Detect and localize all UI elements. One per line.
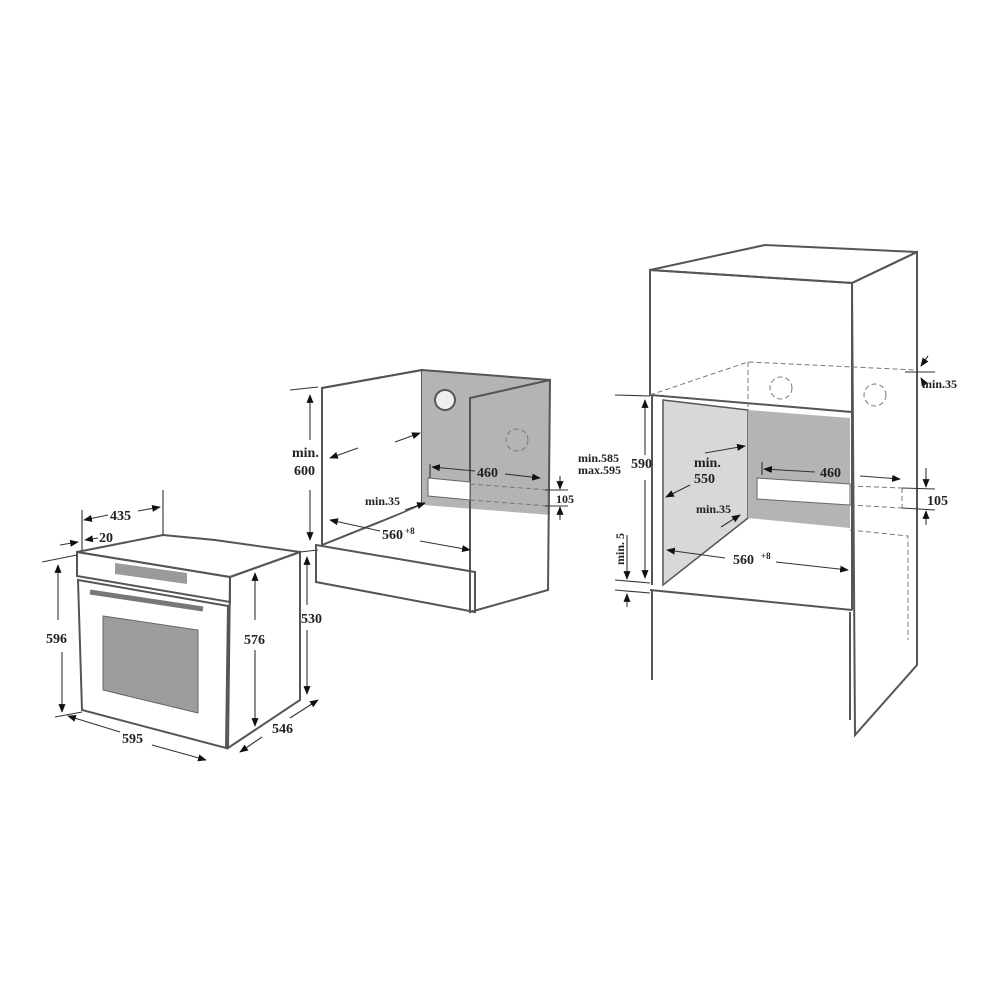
cabinet-right-wall xyxy=(469,378,552,614)
column-cabinet xyxy=(649,243,918,738)
dim-oven-width: 595 xyxy=(122,732,143,747)
cabinet-vent-slot xyxy=(427,477,471,501)
dim-col-height-min: min.585 xyxy=(578,451,619,465)
dim-col-width: 560 xyxy=(733,553,754,568)
oven-drawing xyxy=(76,533,301,750)
dim-col-min-gap-top: min.35 xyxy=(922,377,957,391)
dim-uc-vent-width: 460 xyxy=(477,466,498,481)
dim-col-min-bottom: min. 5 xyxy=(613,533,627,565)
dim-col-min-gap: min.35 xyxy=(696,502,731,516)
dim-col-depth-label: min. xyxy=(694,456,721,471)
dim-oven-front-depth: 20 xyxy=(99,531,113,546)
dim-oven-side-height: 530 xyxy=(301,612,322,627)
dim-oven-height: 596 xyxy=(46,632,67,647)
dim-uc-width-tolerance: +8 xyxy=(405,526,415,536)
oven-window xyxy=(102,615,199,714)
dim-col-height-max: max.595 xyxy=(578,463,621,477)
dim-col-width-tolerance: +8 xyxy=(761,551,771,561)
cabinet-hidden-hole xyxy=(505,428,529,452)
dim-uc-min-height-label: min. xyxy=(292,446,319,461)
under-counter-cabinet xyxy=(315,368,552,614)
dim-oven-depth-total: 435 xyxy=(110,509,131,524)
column-hidden-hole-2 xyxy=(863,383,887,407)
dim-uc-min-gap: min.35 xyxy=(365,494,400,508)
cabinet-base-drawer xyxy=(315,543,476,614)
dim-oven-body-depth: 546 xyxy=(272,722,293,737)
oven-display xyxy=(115,563,187,584)
dim-col-height: 590 xyxy=(631,457,652,472)
oven-door xyxy=(76,578,230,750)
column-upper-box xyxy=(649,268,853,414)
dim-uc-vent-height: 105 xyxy=(556,492,574,506)
under-counter-dimensions: min. 600 460 105 min.35 560 +8 xyxy=(289,386,574,553)
oven-side xyxy=(226,550,301,750)
dim-col-vent-height: 105 xyxy=(927,494,948,509)
oven-dimensions: 435 20 596 595 576 530 546 xyxy=(41,490,322,762)
column-hidden-hole-1 xyxy=(769,376,793,400)
column-upper-top xyxy=(649,243,918,285)
dim-uc-width: 560 xyxy=(382,528,403,543)
dim-uc-min-height-value: 600 xyxy=(294,464,315,479)
cabinet-round-hole xyxy=(434,389,456,411)
cabinet-floor xyxy=(330,505,550,560)
dim-col-vent-width: 460 xyxy=(820,466,841,481)
dim-col-depth-value: 550 xyxy=(694,472,715,487)
oven-control-panel xyxy=(76,550,231,604)
oven-door-handle xyxy=(89,589,204,612)
column-dimensions: min.35 min.585 max.595 590 min. 550 460 … xyxy=(578,355,957,607)
dim-oven-body-height: 576 xyxy=(244,633,265,648)
column-right-panel xyxy=(850,250,918,738)
